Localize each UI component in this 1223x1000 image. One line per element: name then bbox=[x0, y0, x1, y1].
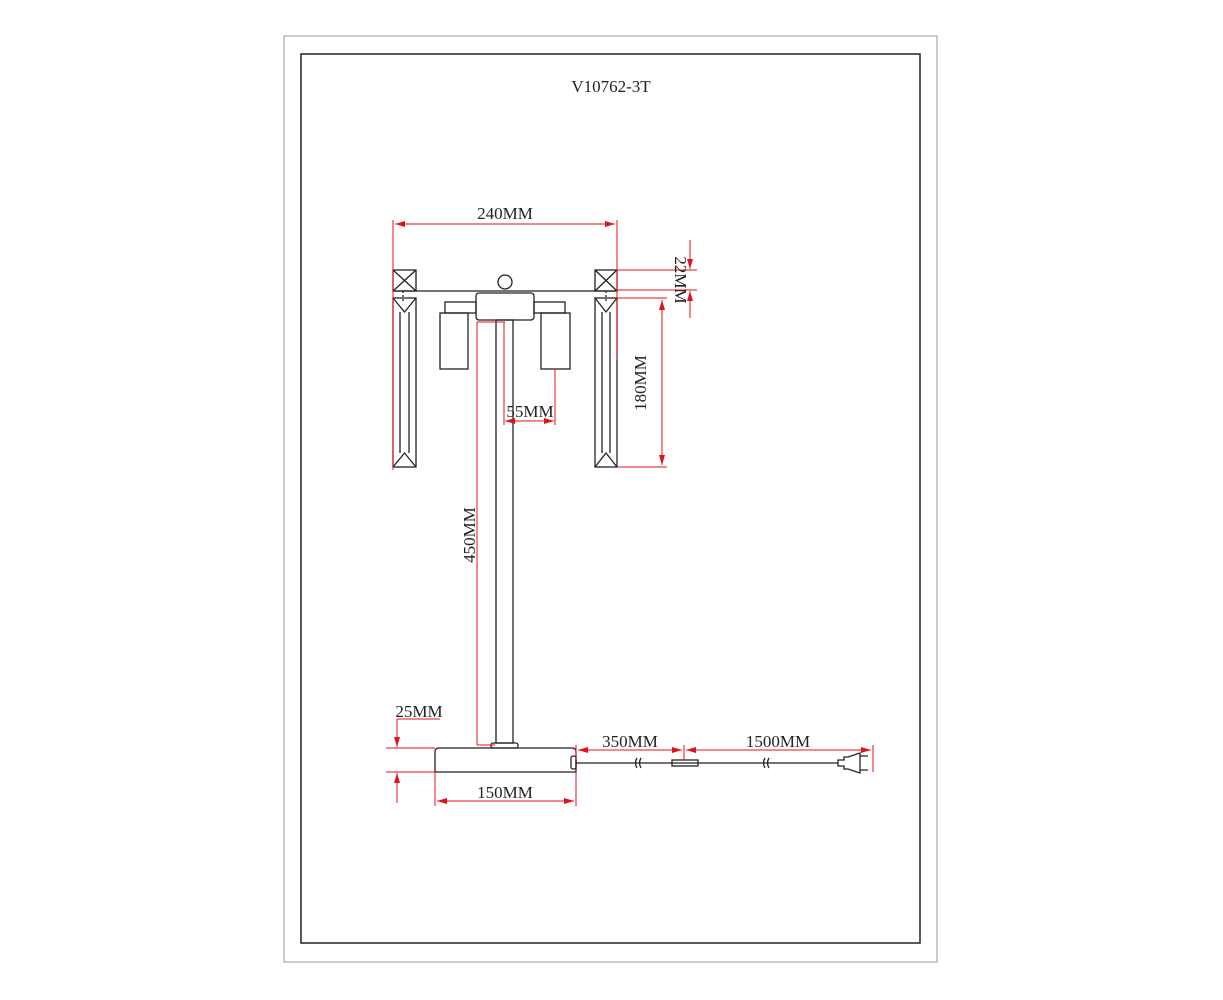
dim-crystal-label: 180MM bbox=[631, 355, 650, 411]
cord-grommet bbox=[570, 755, 577, 770]
lamp-outline bbox=[392, 269, 868, 774]
inline-switch bbox=[671, 759, 699, 767]
dim-arm-label: 55MM bbox=[506, 402, 553, 421]
canopy bbox=[475, 292, 535, 321]
right-crystal bbox=[594, 291, 618, 468]
right-candle bbox=[540, 312, 571, 370]
dim-stem-label: 450MM bbox=[460, 507, 479, 563]
finial bbox=[497, 274, 513, 290]
right-arm bbox=[533, 301, 566, 314]
model-title: V10762-3T bbox=[571, 77, 651, 96]
dimension-lines bbox=[386, 220, 874, 806]
plug-icon bbox=[837, 752, 868, 774]
left-crystal bbox=[392, 291, 417, 468]
dim-base-height-label: 25MM bbox=[395, 702, 442, 721]
dim-width-label: 240MM bbox=[477, 204, 533, 223]
dim-cord-switch-label: 350MM bbox=[602, 732, 658, 751]
dim-base-diameter-label: 150MM bbox=[477, 783, 533, 802]
dim-switch-plug-label: 1500MM bbox=[746, 732, 810, 751]
left-arm bbox=[444, 301, 477, 314]
base bbox=[434, 747, 577, 773]
inner-frame bbox=[300, 53, 921, 944]
right-crystal-mount bbox=[594, 269, 618, 292]
left-crystal-mount bbox=[392, 269, 417, 292]
left-candle bbox=[439, 312, 469, 370]
outer-frame bbox=[283, 35, 938, 963]
dim-canopy-label: 22MM bbox=[671, 256, 690, 303]
stem-collar bbox=[490, 742, 519, 749]
